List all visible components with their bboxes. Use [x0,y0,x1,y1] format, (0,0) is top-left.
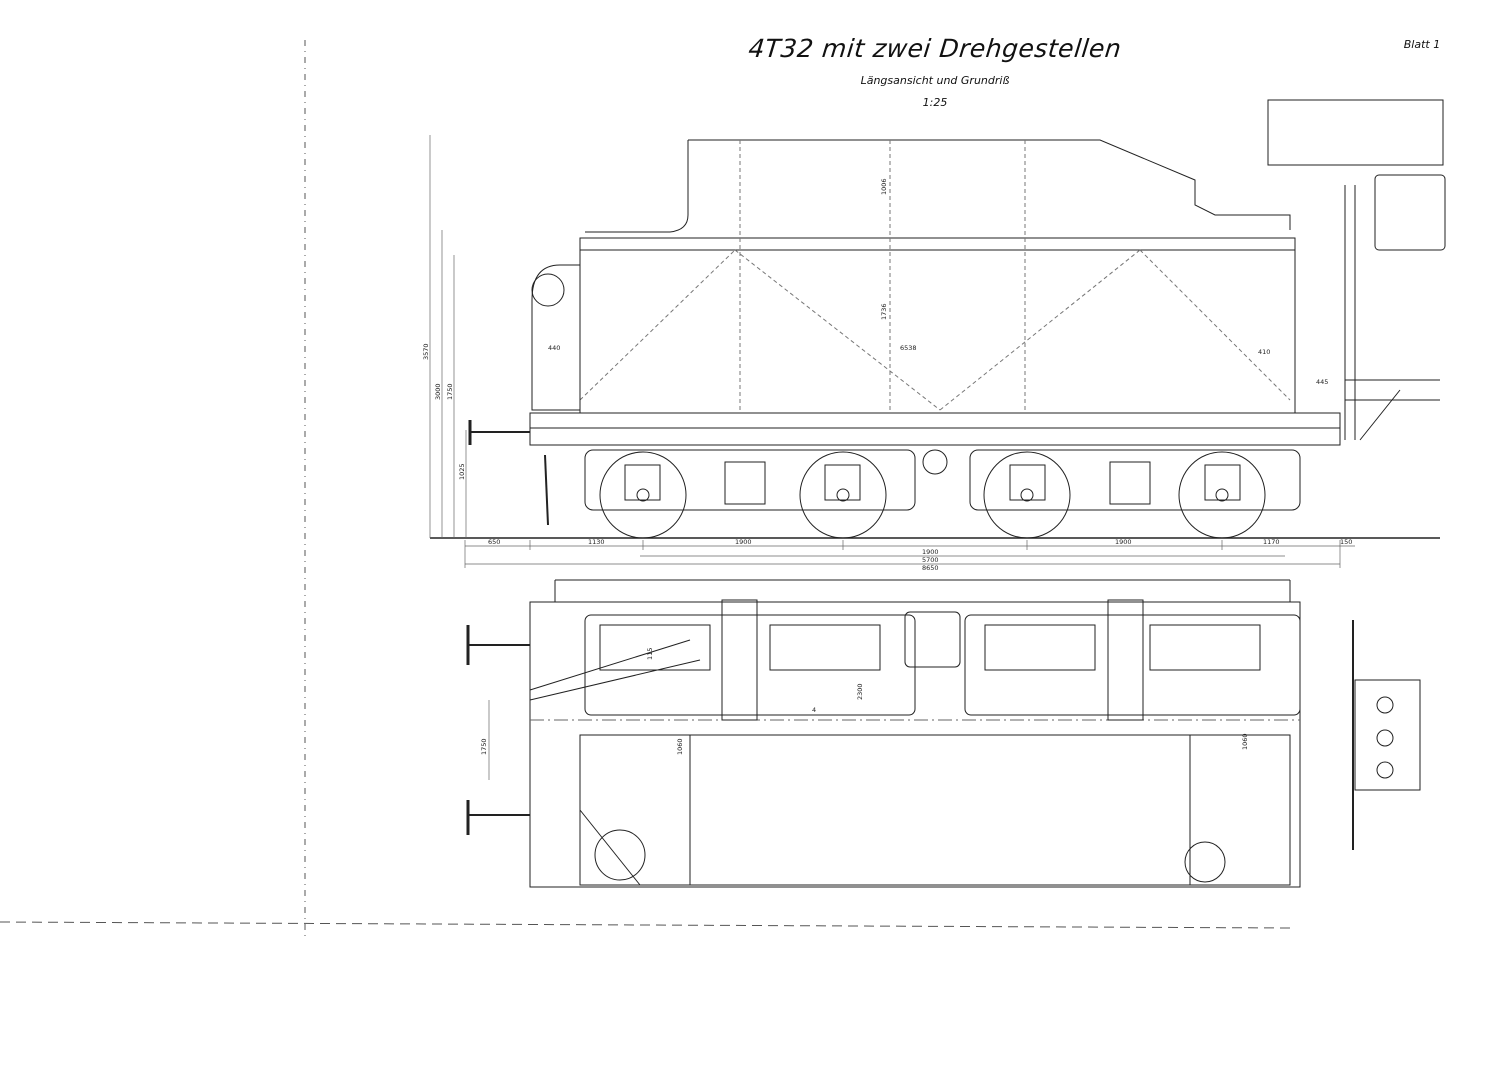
dim-label: 1900 [735,538,752,546]
side-view-dimensions: 650 1130 1900 1900 1900 1170 150 5700 86… [422,178,1352,572]
dim-label: 1130 [588,538,605,546]
bogie-rear [584,449,916,511]
sheet-bottom-line [0,921,1291,929]
dim-label: 445 [1316,378,1328,386]
filler-cap-plan [594,829,646,881]
dim-label: 5700 [922,556,939,564]
dim-label: 8650 [922,564,939,572]
dim-label: 1025 [458,463,466,480]
drawing-subtitle: Längsansicht und Grundriß [860,74,1010,87]
dim-label: 1900 [1115,538,1132,546]
cab-roof-outline [1267,99,1444,166]
dim-label: 1750 [480,738,488,755]
bogie-front [969,449,1301,511]
drawing-scale: 1:25 [922,96,948,109]
plan-view [466,579,1421,888]
water-tank [579,237,1296,414]
dim-label: 115 [646,648,654,660]
plan-tank [579,734,1291,886]
dim-label: 440 [548,344,560,352]
tender-frame [529,412,1341,446]
dim-label: 6538 [900,344,917,352]
dim-label: 4 [812,706,816,714]
dim-label: 1750 [446,383,454,400]
dim-label: 150 [1340,538,1352,546]
coal-bunker-outline [688,139,1291,230]
plan-view-dimensions: 1750 2300 1060 1060 115 4 [480,648,1249,755]
dim-label: 1060 [1241,733,1249,750]
plan-frame-outline [529,601,1301,888]
dim-label: 1060 [676,738,684,755]
dim-label: 1900 [922,548,939,556]
dim-label: 1736 [880,303,888,320]
dim-label: 2300 [856,683,864,700]
filler-dome [531,264,581,411]
side-view [429,99,1446,568]
dim-label: 3570 [422,343,430,360]
dim-label: 3000 [434,383,442,400]
wheelset [599,451,1266,539]
dim-label: 410 [1258,348,1270,356]
dim-label: 1006 [880,178,888,195]
sheet-number: Blatt 1 [1403,38,1441,51]
dim-label: 1170 [1263,538,1280,546]
dim-label: 650 [488,538,500,546]
